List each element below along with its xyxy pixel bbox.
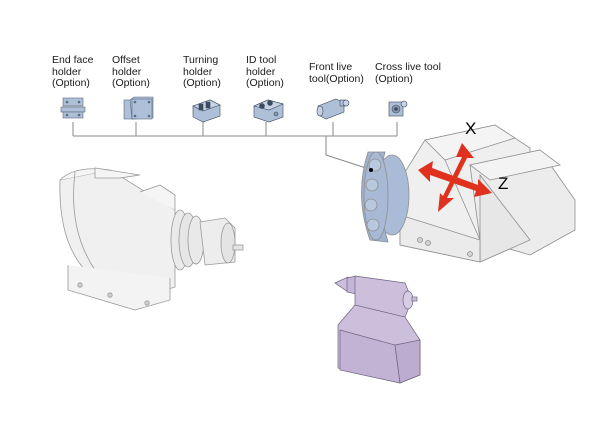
id-tool-holder-icon: [253, 99, 284, 123]
x-axis-label: X: [465, 119, 477, 138]
connector-lines: [72, 122, 398, 171]
offset-holder-label: Offset holder (Option): [112, 54, 150, 90]
label-line: holder: [112, 65, 142, 78]
label-line: End face: [52, 54, 94, 66]
label-line: Turning: [183, 54, 219, 66]
xz-axis-arrows: [418, 143, 492, 212]
label-line: Cross live tool: [375, 61, 441, 73]
label-line: Offset: [112, 54, 140, 66]
headstock-spindle: [59, 167, 244, 311]
label-line: (Option): [183, 77, 221, 89]
label-line: tool(Option): [309, 72, 364, 85]
label-line: holder: [52, 65, 82, 78]
connector-to-turret: [325, 136, 373, 171]
id-tool-holder-label: ID tool holder (Option): [246, 54, 284, 90]
label-line: holder: [246, 65, 276, 78]
label-line: ID tool: [246, 54, 277, 66]
label-line: (Option): [112, 77, 150, 89]
tailstock: [334, 275, 421, 384]
end-face-holder-icon: [60, 97, 86, 119]
turning-holder-label: Turning holder (Option): [183, 54, 221, 90]
cross-live-tool-label: Cross live tool (Option): [375, 61, 441, 85]
offset-holder-icon: [123, 96, 154, 120]
front-live-tool-icon: [316, 98, 350, 120]
turret: [361, 124, 576, 263]
z-axis-label: Z: [498, 174, 509, 193]
label-line: Front live: [309, 61, 353, 73]
front-live-tool-label: Front live tool(Option): [309, 61, 364, 85]
label-line: holder: [183, 65, 213, 78]
label-line: (Option): [375, 72, 413, 85]
turret-pointer-dot: [369, 168, 373, 172]
cross-live-tool-icon: [388, 100, 408, 117]
turning-holder-icon: [192, 99, 221, 123]
label-line: (Option): [246, 77, 284, 89]
end-face-holder-label: End face holder (Option): [52, 54, 94, 90]
label-line: (Option): [52, 77, 90, 89]
